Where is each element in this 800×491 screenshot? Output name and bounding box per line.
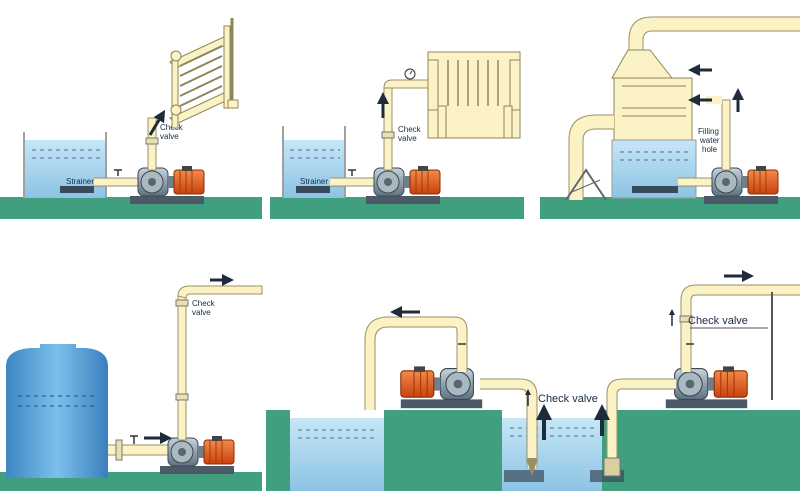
check-valve-label-line1: Check — [192, 299, 216, 308]
check-valve-label-line2: valve — [192, 308, 211, 317]
check-valve-label-center: Check valve — [538, 393, 598, 405]
strainer-label: Strainer — [66, 177, 94, 186]
check-valve — [679, 315, 693, 323]
storage-tank — [6, 344, 108, 478]
filling-hole-label-line3: hole — [702, 145, 718, 154]
panel-pit-transfer: Check valve Check valve — [266, 270, 800, 491]
ground — [266, 410, 800, 491]
pump-motor-unit — [159, 435, 235, 475]
check-valve-label-line2: valve — [398, 134, 417, 143]
filling-hole-label-line1: Filling — [698, 127, 719, 136]
panel-filter-press: Strainer Check valve — [270, 51, 524, 219]
check-valve — [145, 137, 159, 145]
ground — [270, 197, 524, 219]
check-valve — [175, 299, 189, 307]
left-pit-water — [290, 418, 384, 491]
panel-scrubber-tower: Filling water hole — [540, 16, 800, 219]
pump-motor-unit — [365, 165, 441, 205]
panel-storage-tank: Check valve — [0, 274, 263, 491]
check-valve-label-line1: Check — [398, 125, 422, 134]
check-valve-label-right: Check valve — [688, 315, 748, 327]
check-valve-label-line2: valve — [160, 132, 179, 141]
strainer — [60, 186, 94, 193]
check-valve — [381, 131, 395, 139]
duct-support — [565, 168, 607, 201]
scrubber-tower — [611, 49, 693, 141]
pump-motor-unit — [703, 165, 779, 205]
plate-heat-exchanger — [169, 18, 239, 129]
strainer — [296, 186, 330, 193]
flow-arrow-icon — [148, 109, 166, 136]
filter-press — [427, 51, 521, 139]
strainer — [632, 186, 678, 193]
pump-motor-unit — [129, 165, 205, 205]
strainer-label: Strainer — [300, 177, 328, 186]
panel-heat-exchanger: Strainer Check valve — [0, 18, 262, 219]
filling-hole-label-line2: water — [699, 136, 720, 145]
